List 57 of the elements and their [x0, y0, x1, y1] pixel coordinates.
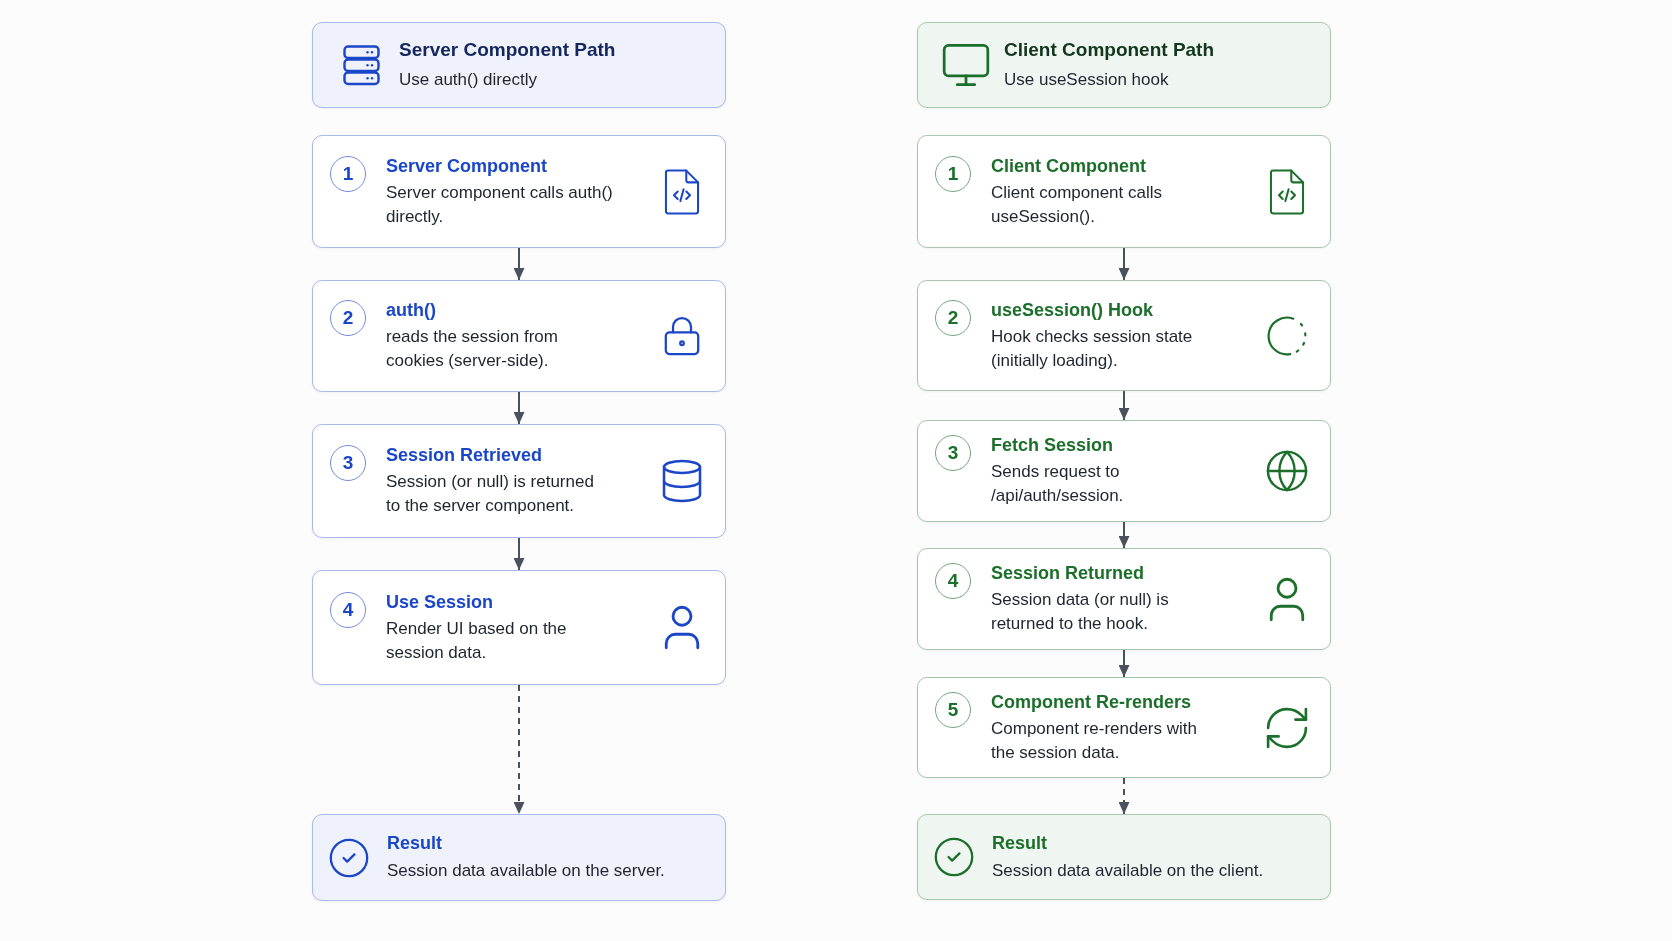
arrow [513, 537, 525, 571]
step-card [312, 570, 726, 685]
step-card [917, 280, 1331, 391]
arrow [1118, 649, 1130, 678]
arrow [1118, 390, 1130, 421]
result-description: Session data available on the client. [992, 859, 1264, 882]
dashed-arrow [1118, 777, 1130, 815]
step-card [312, 280, 726, 392]
step-card [917, 135, 1331, 248]
step-title: Session Retrieved [386, 444, 543, 466]
step-description: Session (or null) is returned to the server component. [386, 471, 595, 517]
step-number: 3 [935, 435, 971, 471]
step-description: Server component calls auth() directly. [386, 181, 614, 228]
result-card [917, 814, 1331, 900]
step-title: Component Re-renders [991, 690, 1192, 713]
result-card [312, 814, 726, 901]
path-title: Client Component Path [1004, 38, 1215, 62]
arrow [1118, 521, 1130, 549]
step-title: useSession() Hook [991, 298, 1154, 321]
step-number: 4 [330, 591, 366, 628]
step-number: 2 [935, 299, 971, 336]
result-description: Session data available on the server. [387, 860, 665, 882]
step-number: 1 [330, 155, 366, 192]
step-description: Session data (or null) is returned to the hook. [991, 589, 1170, 635]
step-card [917, 548, 1331, 650]
step-title: Session Returned [991, 562, 1145, 584]
step-description: Sends request to /api/auth/session. [991, 461, 1125, 507]
step-description: Component re-renders with the session data. [991, 717, 1198, 764]
step-card [312, 135, 726, 248]
arrow [513, 391, 525, 425]
arrow [513, 247, 525, 281]
step-title: Server Component [386, 154, 548, 177]
result-title: Result [387, 832, 442, 854]
path-subtitle: Use useSession hook [1004, 69, 1170, 91]
step-number: 1 [935, 155, 971, 192]
step-number: 4 [935, 563, 971, 599]
path-title: Server Component Path [399, 38, 616, 62]
step-description: reads the session from cookies (server-side). [386, 326, 559, 372]
dashed-arrow [513, 684, 525, 815]
step-description: Client component calls useSession(). [991, 181, 1164, 228]
step-card [312, 424, 726, 538]
step-card [917, 420, 1331, 522]
step-card [917, 677, 1331, 778]
step-title: auth() [386, 299, 436, 321]
step-number: 3 [330, 445, 366, 481]
step-number: 2 [330, 300, 366, 336]
header-card [917, 22, 1331, 108]
step-title: Client Component [991, 154, 1146, 177]
arrow [1118, 247, 1130, 281]
step-description: Hook checks session state (initially loading). [991, 325, 1194, 372]
step-description: Render UI based on the session data. [386, 617, 568, 664]
header-card [312, 22, 726, 108]
step-title: Use Session [386, 590, 494, 613]
step-number: 5 [935, 691, 971, 728]
result-title: Result [992, 831, 1047, 854]
path-subtitle: Use auth() directly [399, 69, 538, 91]
step-title: Fetch Session [991, 434, 1114, 456]
